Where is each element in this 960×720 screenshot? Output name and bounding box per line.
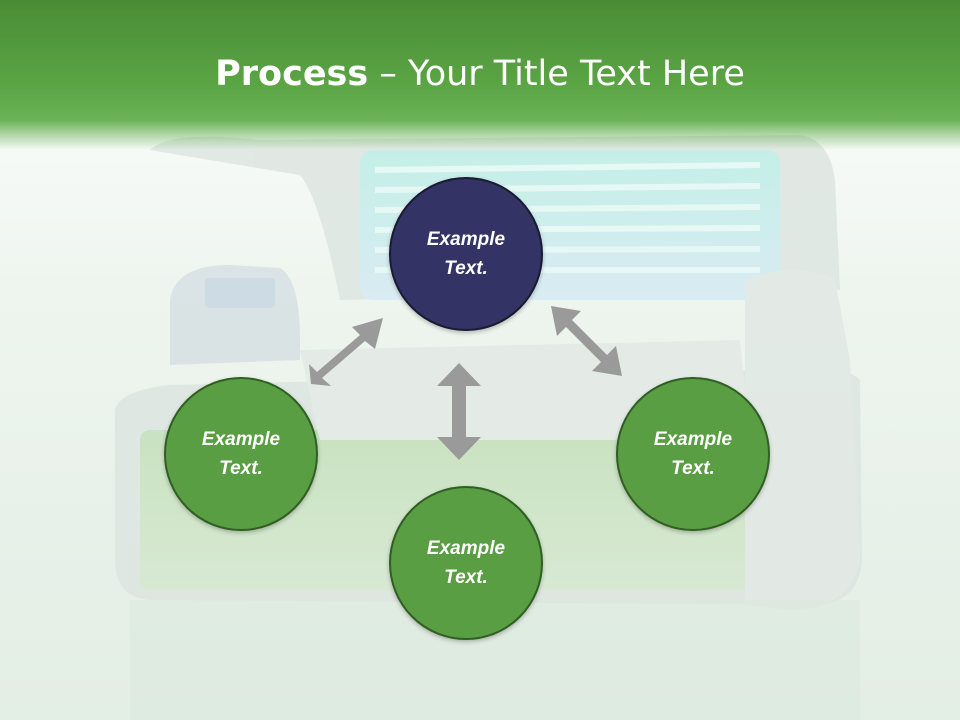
node-top: Example Text. (389, 177, 543, 331)
node-left: Example Text. (164, 377, 318, 531)
arrow-top-left (309, 318, 383, 386)
arrow-top-right (551, 306, 622, 376)
node-bottom: Example Text. (389, 486, 543, 640)
title-rest-part: – Your Title Text Here (368, 54, 745, 94)
node-bottom-label: Example Text. (426, 538, 506, 588)
node-top-label: Example Text. (426, 229, 506, 279)
slide-title: Process – Your Title Text Here (0, 50, 960, 98)
title-bar (0, 0, 960, 150)
node-left-label: Example Text. (201, 429, 281, 479)
title-bold-part: Process (215, 54, 369, 94)
arrow-top-bottom (437, 363, 481, 460)
node-right-label: Example Text. (653, 429, 733, 479)
node-right: Example Text. (616, 377, 770, 531)
